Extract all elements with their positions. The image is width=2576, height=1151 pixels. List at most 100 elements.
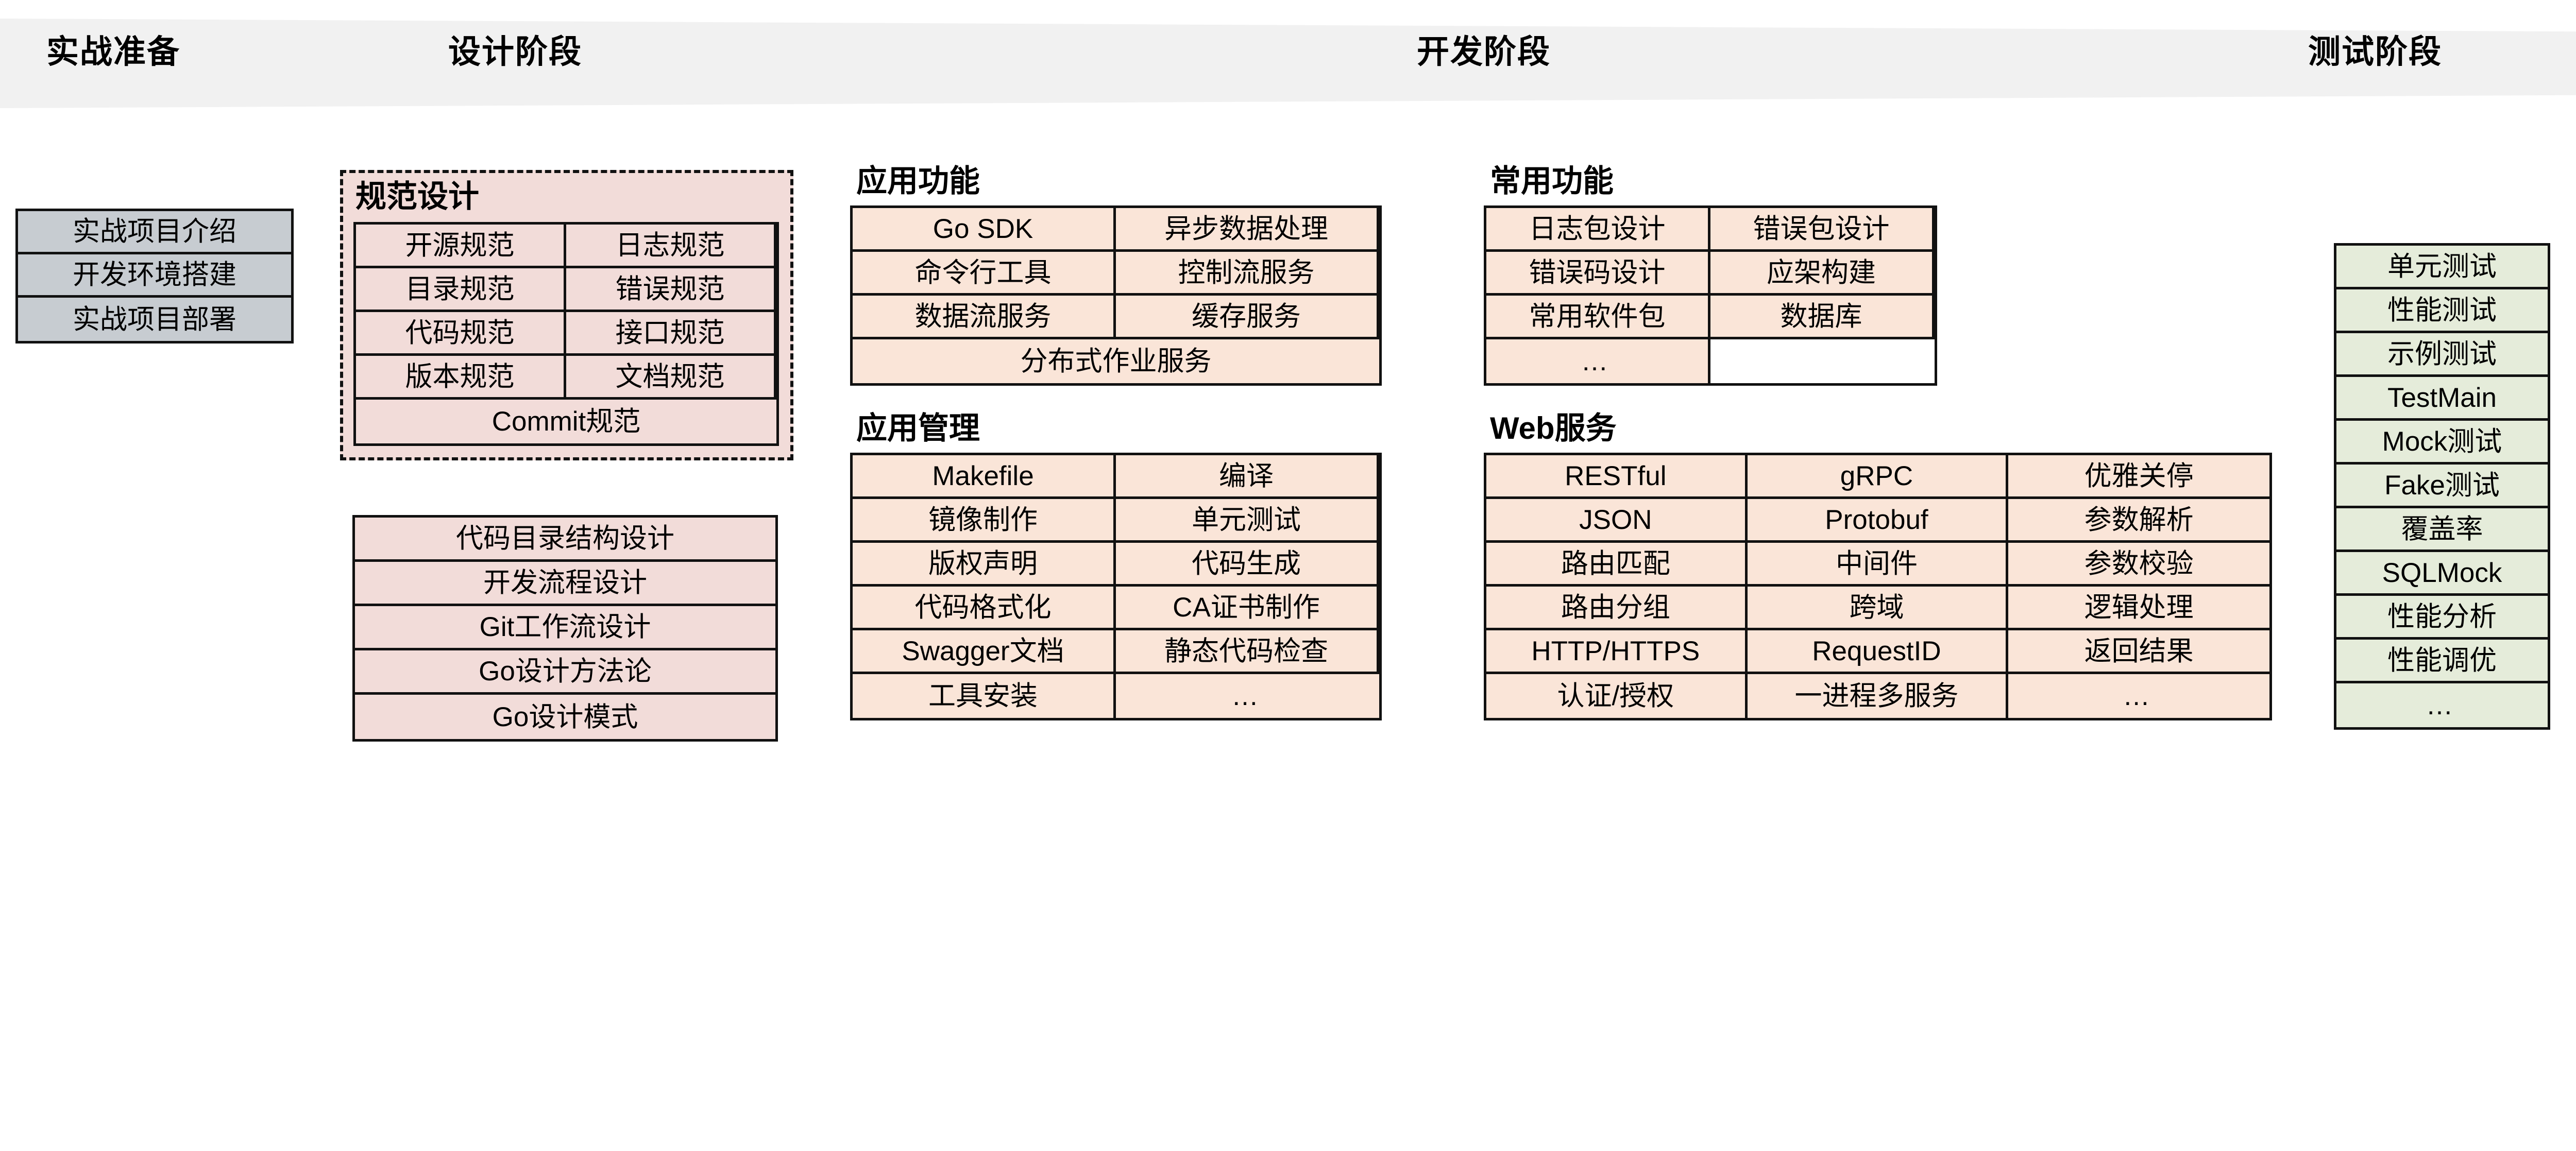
list-item[interactable]: 示例测试 bbox=[2336, 333, 2548, 377]
table-cell[interactable]: 日志包设计 bbox=[1486, 208, 1710, 252]
roadmap-board: 实战项目介绍 开发环境搭建 实战项目部署 规范设计 开源规范 日志规范 目录规范… bbox=[0, 154, 2576, 1151]
table-cell-more[interactable]: … bbox=[1486, 339, 1710, 383]
table-cell[interactable]: 编译 bbox=[1116, 455, 1379, 499]
spec-design-table: 开源规范 日志规范 目录规范 错误规范 代码规范 接口规范 版本规范 文档规范 … bbox=[353, 222, 779, 446]
table-cell[interactable]: 静态代码检查 bbox=[1116, 630, 1379, 674]
list-item[interactable]: 单元测试 bbox=[2336, 246, 2548, 289]
table-cell[interactable]: 版本规范 bbox=[356, 356, 566, 400]
common-function-group: 常用功能 日志包设计 错误包设计 错误码设计 应架构建 常用软件包 数据库 … bbox=[1484, 165, 1937, 386]
list-item[interactable]: TestMain bbox=[2336, 377, 2548, 421]
list-item[interactable]: Git工作流设计 bbox=[355, 606, 775, 650]
stage-label-test[interactable]: 测试阶段 bbox=[2308, 33, 2442, 70]
table-cell[interactable]: 参数校验 bbox=[2008, 543, 2269, 587]
list-item[interactable]: 覆盖率 bbox=[2336, 508, 2548, 552]
table-cell[interactable]: 返回结果 bbox=[2008, 630, 2269, 674]
table-cell[interactable]: 认证/授权 bbox=[1486, 674, 1748, 718]
table-cell[interactable]: gRPC bbox=[1747, 455, 2009, 499]
table-cell[interactable]: 代码规范 bbox=[356, 312, 566, 356]
table-cell[interactable]: 缓存服务 bbox=[1116, 296, 1379, 339]
table-cell[interactable]: 常用软件包 bbox=[1486, 296, 1710, 339]
table-cell[interactable]: 工具安装 bbox=[853, 674, 1116, 718]
table-cell[interactable]: 文档规范 bbox=[566, 356, 776, 400]
table-cell[interactable]: CA证书制作 bbox=[1116, 587, 1379, 630]
design-list: 代码目录结构设计 开发流程设计 Git工作流设计 Go设计方法论 Go设计模式 bbox=[352, 515, 778, 742]
list-item[interactable]: 实战项目部署 bbox=[18, 298, 291, 341]
table-cell[interactable]: HTTP/HTTPS bbox=[1486, 630, 1748, 674]
table-cell[interactable]: 中间件 bbox=[1747, 543, 2009, 587]
table-cell[interactable]: 应架构建 bbox=[1710, 252, 1935, 296]
table-cell[interactable]: 命令行工具 bbox=[853, 252, 1116, 296]
list-item[interactable]: Go设计模式 bbox=[355, 695, 775, 739]
table-cell-more[interactable]: … bbox=[1116, 674, 1379, 718]
column-test: 单元测试 性能测试 示例测试 TestMain Mock测试 Fake测试 覆盖… bbox=[2334, 243, 2555, 730]
table-cell[interactable]: 错误包设计 bbox=[1710, 208, 1935, 252]
list-item[interactable]: 实战项目介绍 bbox=[18, 211, 291, 254]
table-cell[interactable]: 错误规范 bbox=[566, 268, 776, 312]
column-prep: 实战项目介绍 开发环境搭建 实战项目部署 bbox=[15, 209, 294, 343]
group-title-web-service: Web服务 bbox=[1490, 411, 1617, 445]
table-cell[interactable]: 路由匹配 bbox=[1486, 543, 1748, 587]
list-item[interactable]: 性能测试 bbox=[2336, 289, 2548, 333]
table-cell[interactable]: 路由分组 bbox=[1486, 587, 1748, 630]
table-cell[interactable]: Swagger文档 bbox=[853, 630, 1116, 674]
table-cell[interactable]: 控制流服务 bbox=[1116, 252, 1379, 296]
table-cell[interactable]: 逻辑处理 bbox=[2008, 587, 2269, 630]
table-cell[interactable]: 版权声明 bbox=[853, 543, 1116, 587]
group-title-app-function: 应用功能 bbox=[856, 164, 980, 198]
table-cell[interactable]: JSON bbox=[1486, 499, 1748, 543]
app-management-table: Makefile 编译 镜像制作 单元测试 版权声明 代码生成 代码格式化 CA… bbox=[850, 453, 1382, 720]
table-cell[interactable]: 日志规范 bbox=[566, 225, 776, 268]
app-management-group: 应用管理 Makefile 编译 镜像制作 单元测试 版权声明 代码生成 代码格… bbox=[850, 412, 1382, 720]
table-cell[interactable]: Go SDK bbox=[853, 208, 1116, 252]
stage-label-dev[interactable]: 开发阶段 bbox=[1417, 33, 1551, 70]
stage-label-deploy[interactable]: 部署阶段 bbox=[2566, 0, 2576, 98]
table-cell[interactable]: Commit规范 bbox=[356, 400, 776, 443]
table-cell-more[interactable]: … bbox=[2008, 674, 2269, 718]
table-cell[interactable]: 开源规范 bbox=[356, 225, 566, 268]
list-item[interactable]: Go设计方法论 bbox=[355, 650, 775, 695]
table-cell[interactable]: 参数解析 bbox=[2008, 499, 2269, 543]
list-item[interactable]: 代码目录结构设计 bbox=[355, 518, 775, 562]
app-function-table: Go SDK 异步数据处理 命令行工具 控制流服务 数据流服务 缓存服务 分布式… bbox=[850, 205, 1382, 386]
banner-arrow-shape bbox=[0, 19, 2576, 108]
table-cell[interactable]: 异步数据处理 bbox=[1116, 208, 1379, 252]
table-cell[interactable]: 分布式作业服务 bbox=[853, 339, 1379, 383]
list-item[interactable]: 性能分析 bbox=[2336, 596, 2548, 640]
table-cell[interactable]: 数据库 bbox=[1710, 296, 1935, 339]
table-cell[interactable]: RESTful bbox=[1486, 455, 1748, 499]
table-cell-empty bbox=[1710, 339, 1935, 383]
list-item[interactable]: 开发环境搭建 bbox=[18, 254, 291, 298]
list-item[interactable]: 性能调优 bbox=[2336, 640, 2548, 683]
stage-label-prep[interactable]: 实战准备 bbox=[46, 33, 180, 70]
prep-list: 实战项目介绍 开发环境搭建 实战项目部署 bbox=[15, 209, 294, 343]
stage-banner bbox=[0, 14, 2576, 112]
app-function-group: 应用功能 Go SDK 异步数据处理 命令行工具 控制流服务 数据流服务 缓存服… bbox=[850, 165, 1382, 386]
web-service-table: RESTful gRPC 优雅关停 JSON Protobuf 参数解析 路由匹… bbox=[1484, 453, 2272, 720]
table-cell[interactable]: 错误码设计 bbox=[1486, 252, 1710, 296]
group-title-spec-design: 规范设计 bbox=[355, 179, 479, 214]
table-cell[interactable]: 优雅关停 bbox=[2008, 455, 2269, 499]
table-cell[interactable]: 代码生成 bbox=[1116, 543, 1379, 587]
stage-label-design[interactable]: 设计阶段 bbox=[448, 33, 582, 70]
list-item[interactable]: Mock测试 bbox=[2336, 421, 2548, 465]
table-cell[interactable]: 跨域 bbox=[1747, 587, 2009, 630]
common-function-table: 日志包设计 错误包设计 错误码设计 应架构建 常用软件包 数据库 … bbox=[1484, 205, 1937, 386]
test-list: 单元测试 性能测试 示例测试 TestMain Mock测试 Fake测试 覆盖… bbox=[2334, 243, 2550, 730]
spec-design-group: 规范设计 开源规范 日志规范 目录规范 错误规范 代码规范 接口规范 版本规范 … bbox=[340, 170, 793, 460]
table-cell[interactable]: 接口规范 bbox=[566, 312, 776, 356]
table-cell[interactable]: Protobuf bbox=[1747, 499, 2009, 543]
list-item[interactable]: 开发流程设计 bbox=[355, 562, 775, 606]
table-cell[interactable]: 目录规范 bbox=[356, 268, 566, 312]
table-cell[interactable]: RequestID bbox=[1747, 630, 2009, 674]
table-cell[interactable]: 代码格式化 bbox=[853, 587, 1116, 630]
web-service-group: Web服务 RESTful gRPC 优雅关停 JSON Protobuf 参数… bbox=[1484, 412, 2272, 720]
table-cell[interactable]: 单元测试 bbox=[1116, 499, 1379, 543]
table-cell[interactable]: 一进程多服务 bbox=[1747, 674, 2009, 718]
group-title-common-function: 常用功能 bbox=[1490, 164, 1614, 198]
list-item-more[interactable]: … bbox=[2336, 683, 2548, 727]
table-cell[interactable]: 镜像制作 bbox=[853, 499, 1116, 543]
list-item[interactable]: Fake测试 bbox=[2336, 465, 2548, 508]
table-cell[interactable]: Makefile bbox=[853, 455, 1116, 499]
list-item[interactable]: SQLMock bbox=[2336, 552, 2548, 596]
table-cell[interactable]: 数据流服务 bbox=[853, 296, 1116, 339]
